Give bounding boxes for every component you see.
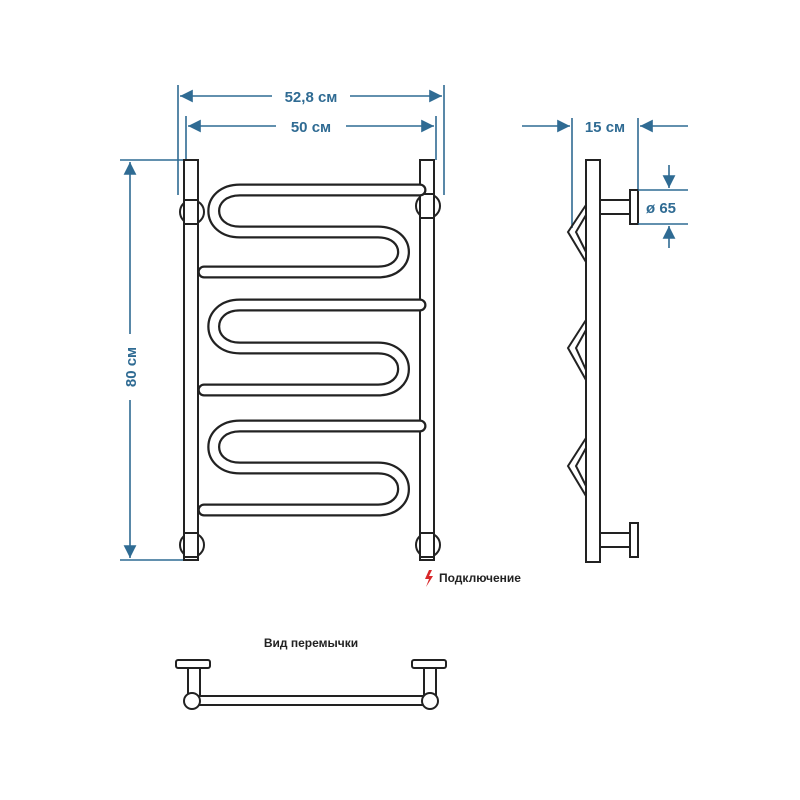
overall-width-label: 52,8 см	[285, 89, 338, 106]
diameter-label: ø 65	[646, 200, 676, 217]
wall-brackets-side	[599, 189, 639, 558]
diameter-dimension: ø 65	[638, 165, 688, 248]
serpentine-tube	[197, 183, 427, 517]
wall-brackets-front	[179, 193, 441, 558]
height-dimension: 80 см	[123, 162, 140, 558]
jumper-view-label: Вид перемычки	[264, 636, 358, 650]
depth-label: 15 см	[585, 119, 625, 136]
connection-note: Подключение	[425, 570, 521, 587]
width-label: 50 см	[291, 119, 331, 136]
depth-dimension: 15 см	[522, 119, 688, 136]
lightning-bolt-icon	[425, 570, 433, 587]
connection-label: Подключение	[439, 571, 521, 585]
height-label: 80 см	[123, 347, 140, 387]
jumper-view: Вид перемычки	[175, 636, 447, 710]
right-post	[419, 159, 435, 561]
overall-width-dimension: 52,8 см	[180, 89, 443, 106]
left-post	[183, 159, 199, 561]
side-post	[585, 159, 601, 563]
width-dimension: 50 см	[188, 119, 435, 136]
side-tube-profile	[566, 204, 587, 497]
side-view: 15 см ø 65	[522, 118, 688, 563]
front-view: 52,8 см 50 см 80 см	[120, 85, 521, 587]
